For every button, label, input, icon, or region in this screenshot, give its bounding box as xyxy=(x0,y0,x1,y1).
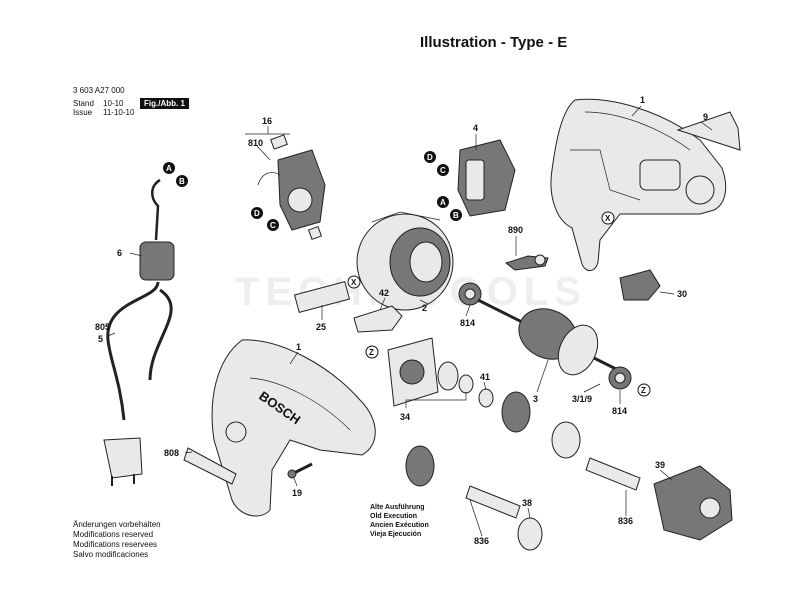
callout-label: 34 xyxy=(400,412,410,422)
marker-x-circle xyxy=(347,275,361,289)
brush-cover-part-25 xyxy=(293,280,351,314)
legend-line: Ancien Exécution xyxy=(370,522,429,529)
marker-label: B xyxy=(453,211,459,220)
marker-label: B xyxy=(179,177,185,186)
screw-part-19 xyxy=(287,462,313,479)
issue-value: 11-10-10 xyxy=(103,108,135,117)
marker-label: D xyxy=(254,209,260,218)
note-line: Änderungen vorbehalten xyxy=(73,520,161,529)
screw-part-890 xyxy=(504,254,549,271)
diagram-title: Illustration - Type - E xyxy=(420,34,568,51)
marker-label: A xyxy=(166,164,172,173)
marker-label: A xyxy=(440,198,446,207)
callout-label: 3/1/9 xyxy=(572,394,592,404)
bearing-part-814-lower xyxy=(608,366,632,390)
marker-a-circle xyxy=(163,162,175,174)
marker-label: X xyxy=(605,214,611,223)
marker-a-circle xyxy=(437,196,449,208)
callout-label: 890 xyxy=(508,225,523,235)
callout-label: 9 xyxy=(703,112,708,122)
marker-z-circle xyxy=(365,345,379,359)
power-cable-part-805 xyxy=(103,178,175,486)
housing-top xyxy=(550,98,727,271)
callout-label: 2 xyxy=(422,303,427,313)
callout-label: 42 xyxy=(379,288,389,298)
chuck-part-39 xyxy=(653,465,733,541)
callout-label: 836 xyxy=(618,516,633,526)
callout-label: 1 xyxy=(640,95,645,105)
field-stator-part-2 xyxy=(356,211,454,311)
callout-label: 41 xyxy=(480,372,490,382)
note-line: Modifications reserved xyxy=(73,530,154,539)
bracket-part-42 xyxy=(353,305,403,333)
brush-holder-part-16 xyxy=(257,134,326,241)
callout-label: 814 xyxy=(612,406,627,416)
marker-c-circle xyxy=(437,164,449,176)
sleeve-part-808 xyxy=(183,447,237,485)
callout-label: 3 xyxy=(533,394,538,404)
execution-legend: Alte Ausführung Old Execution Ancien Exé… xyxy=(370,503,429,539)
marker-x-circle xyxy=(601,211,615,225)
marker-label: D xyxy=(427,153,433,162)
gearbox-housing-part-1: BOSCH xyxy=(211,339,376,517)
callout-label: 1 xyxy=(296,342,301,352)
marker-label: Z xyxy=(369,348,374,357)
legend-line: Vieja Ejecución xyxy=(370,531,422,538)
marker-label: C xyxy=(440,166,446,175)
marker-b-circle xyxy=(176,175,188,187)
note-line: Modifications reservees xyxy=(73,540,158,549)
connection-markers: A B D C A B D C X X Z Z xyxy=(163,151,651,397)
marker-d-circle xyxy=(424,151,436,163)
marker-label: X xyxy=(351,278,357,287)
clip-part-30 xyxy=(619,269,661,301)
callout-label: 836 xyxy=(474,536,489,546)
marker-label: Z xyxy=(641,386,646,395)
part-number: 3 603 A27 000 xyxy=(73,86,125,95)
issue-label: Issue xyxy=(73,108,93,117)
switch-part-4 xyxy=(457,139,516,217)
stand-label: Stand xyxy=(73,99,94,108)
callout-label: 814 xyxy=(460,318,475,328)
legend-line: Alte Ausführung xyxy=(370,504,425,511)
callout-label: 38 xyxy=(522,498,532,508)
callout-label: 16 xyxy=(262,116,272,126)
bearing-part-814-upper xyxy=(458,282,482,306)
callout-label: 39 xyxy=(655,460,665,470)
bearing-plate-part-34 xyxy=(387,337,474,407)
gear-train xyxy=(405,391,641,551)
callout-label: 19 xyxy=(292,488,302,498)
callout-labels: 1 9 4 16 810 6 805 5 890 30 25 42 2 814 … xyxy=(95,95,708,546)
marker-label: C xyxy=(270,221,276,230)
stand-value: 10-10 xyxy=(103,99,124,108)
marker-c-circle xyxy=(267,219,279,231)
washer-part-41 xyxy=(478,388,494,408)
marker-z-circle xyxy=(637,383,651,397)
legend-line: Old Execution xyxy=(370,513,418,520)
footer-notes: Änderungen vorbehalten Modifications res… xyxy=(73,520,161,560)
callout-label: 805 xyxy=(95,322,110,332)
callout-label: 4 xyxy=(473,123,478,133)
callout-label: 25 xyxy=(316,322,326,332)
armature-part-3 xyxy=(477,298,631,378)
leader-lines xyxy=(107,105,713,537)
figure-badge: Fig./Abb. 1 xyxy=(140,98,189,109)
marker-d-circle xyxy=(251,207,263,219)
marker-b-circle xyxy=(450,209,462,221)
callout-label: 808 xyxy=(164,448,179,458)
callout-label: 6 xyxy=(117,248,122,258)
note-line: Salvo modificaciones xyxy=(73,550,149,559)
callout-label: 30 xyxy=(677,289,687,299)
cable-sleeve-part-9 xyxy=(676,111,741,151)
callout-label: 810 xyxy=(248,138,263,148)
callout-label: 5 xyxy=(98,334,103,344)
